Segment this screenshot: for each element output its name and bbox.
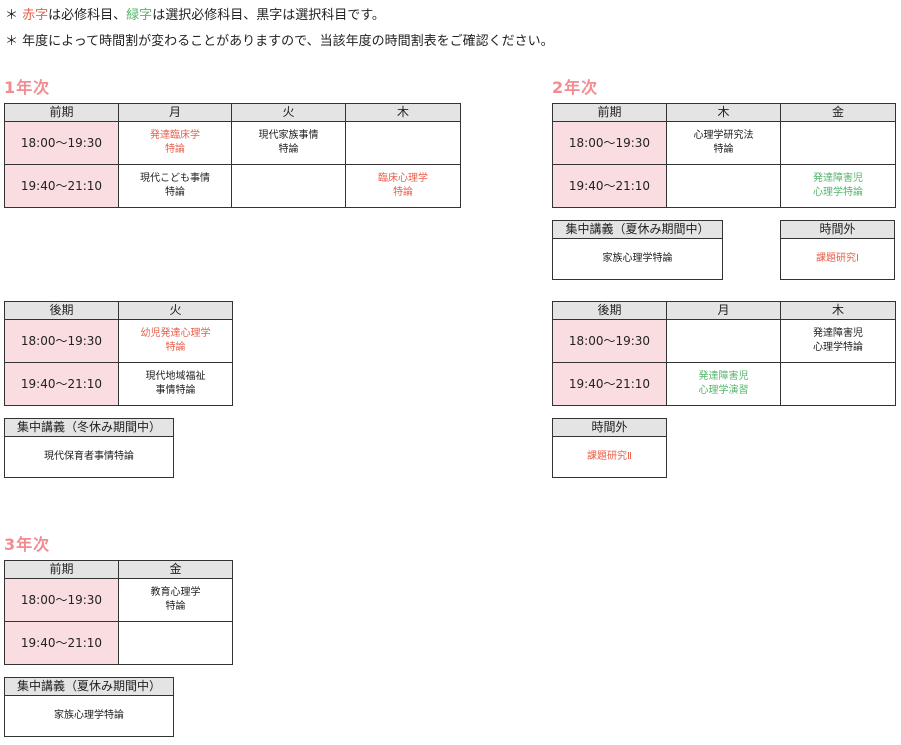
- outside-hours-header: 時間外: [552, 418, 667, 437]
- term-header: 後期: [552, 301, 667, 320]
- day-header: 木: [780, 301, 896, 320]
- course-cell: 家族心理学特論: [552, 238, 723, 280]
- term-header: 後期: [4, 301, 119, 320]
- table-row: 19:40〜21:10 現代地域福祉事情特論: [4, 362, 233, 406]
- course-cell: 現代家族事情特論: [231, 121, 346, 165]
- table-row: 19:40〜21:10: [4, 621, 233, 665]
- course-cell: 幼児発達心理学特論: [118, 319, 233, 363]
- empty-cell: [118, 621, 233, 665]
- course-cell: 家族心理学特論: [4, 695, 174, 737]
- note-text: は必修科目、: [48, 8, 127, 23]
- year3-heading: 3年次: [4, 535, 51, 554]
- note-schedule-change: ＊ 年度によって時間割が変わることがありますので、当該年度の時間割表をご確認くだ…: [5, 34, 554, 49]
- time-slot: 18:00〜19:30: [4, 578, 119, 622]
- day-header: 金: [118, 560, 233, 579]
- time-slot: 19:40〜21:10: [4, 362, 119, 406]
- time-slot: 18:00〜19:30: [4, 121, 119, 165]
- year2-outside-hours-table-2: 時間外 課題研究Ⅱ: [552, 418, 667, 478]
- time-slot: 18:00〜19:30: [4, 319, 119, 363]
- empty-cell: [780, 362, 896, 406]
- year2-heading: 2年次: [552, 78, 599, 97]
- note-green-label: 緑字: [126, 8, 153, 23]
- table-row: 18:00〜19:30 発達障害児心理学特論: [552, 319, 896, 363]
- empty-cell: [666, 164, 781, 208]
- year1-intensive-table: 集中講義（冬休み期間中） 現代保育者事情特論: [4, 418, 174, 478]
- year2-outside-hours-table-1: 時間外 課題研究Ⅰ: [780, 220, 895, 280]
- year3-intensive-table: 集中講義（夏休み期間中） 家族心理学特論: [4, 677, 174, 737]
- day-header: 月: [666, 301, 781, 320]
- table-header-row: 後期 火: [4, 301, 233, 320]
- term-header: 前期: [552, 103, 667, 122]
- day-header: 木: [345, 103, 461, 122]
- empty-cell: [666, 319, 781, 363]
- table-header-row: 前期 金: [4, 560, 233, 579]
- note-text: は選択必修科目、黒字は選択科目です。: [152, 8, 385, 23]
- day-header: 火: [231, 103, 346, 122]
- year1-second-term-table: 後期 火 18:00〜19:30 幼児発達心理学特論 19:40〜21:10 現…: [4, 301, 233, 406]
- day-header: 月: [118, 103, 232, 122]
- day-header: 火: [118, 301, 233, 320]
- table-row: 19:40〜21:10 発達障害児心理学特論: [552, 164, 896, 208]
- table-header-row: 前期 月 火 木: [4, 103, 461, 122]
- day-header: 金: [780, 103, 896, 122]
- term-header: 前期: [4, 103, 119, 122]
- table-row: 18:00〜19:30 発達臨床学特論 現代家族事情特論: [4, 121, 461, 165]
- course-cell: 現代保育者事情特論: [4, 436, 174, 478]
- table-header-row: 前期 木 金: [552, 103, 896, 122]
- empty-cell: [345, 121, 461, 165]
- time-slot: 19:40〜21:10: [552, 362, 667, 406]
- year1-heading: 1年次: [4, 78, 51, 97]
- empty-cell: [231, 164, 346, 208]
- table-row: 18:00〜19:30 教育心理学特論: [4, 578, 233, 622]
- time-slot: 18:00〜19:30: [552, 121, 667, 165]
- year3-first-term-table: 前期 金 18:00〜19:30 教育心理学特論 19:40〜21:10: [4, 560, 233, 665]
- course-cell: 課題研究Ⅱ: [552, 436, 667, 478]
- time-slot: 19:40〜21:10: [4, 621, 119, 665]
- intensive-header: 集中講義（夏休み期間中）: [552, 220, 723, 239]
- year1-first-term-table: 前期 月 火 木 18:00〜19:30 発達臨床学特論 現代家族事情特論 19…: [4, 103, 461, 208]
- year2-first-term-table: 前期 木 金 18:00〜19:30 心理学研究法特論 19:40〜21:10 …: [552, 103, 896, 208]
- table-row: 19:40〜21:10 発達障害児心理学演習: [552, 362, 896, 406]
- table-row: 18:00〜19:30 幼児発達心理学特論: [4, 319, 233, 363]
- year2-intensive-table: 集中講義（夏休み期間中） 家族心理学特論: [552, 220, 723, 280]
- time-slot: 18:00〜19:30: [552, 319, 667, 363]
- course-cell: 発達障害児心理学演習: [666, 362, 781, 406]
- note-bullet: ＊: [5, 8, 23, 23]
- course-cell: 発達障害児心理学特論: [780, 164, 896, 208]
- course-cell: 現代地域福祉事情特論: [118, 362, 233, 406]
- course-cell: 教育心理学特論: [118, 578, 233, 622]
- table-row: 19:40〜21:10 現代こども事情特論 臨床心理学特論: [4, 164, 461, 208]
- course-cell: 発達障害児心理学特論: [780, 319, 896, 363]
- table-row: 18:00〜19:30 心理学研究法特論: [552, 121, 896, 165]
- year2-second-term-table: 後期 月 木 18:00〜19:30 発達障害児心理学特論 19:40〜21:1…: [552, 301, 896, 406]
- course-cell: 臨床心理学特論: [345, 164, 461, 208]
- course-cell: 課題研究Ⅰ: [780, 238, 895, 280]
- time-slot: 19:40〜21:10: [4, 164, 119, 208]
- course-cell: 発達臨床学特論: [118, 121, 232, 165]
- intensive-header: 集中講義（夏休み期間中）: [4, 677, 174, 696]
- time-slot: 19:40〜21:10: [552, 164, 667, 208]
- empty-cell: [780, 121, 896, 165]
- table-header-row: 後期 月 木: [552, 301, 896, 320]
- course-cell: 現代こども事情特論: [118, 164, 232, 208]
- day-header: 木: [666, 103, 781, 122]
- outside-hours-header: 時間外: [780, 220, 895, 239]
- note-required-legend: ＊ 赤字は必修科目、緑字は選択必修科目、黒字は選択科目です。: [5, 4, 385, 23]
- course-cell: 心理学研究法特論: [666, 121, 781, 165]
- note-red-label: 赤字: [22, 8, 49, 23]
- term-header: 前期: [4, 560, 119, 579]
- intensive-header: 集中講義（冬休み期間中）: [4, 418, 174, 437]
